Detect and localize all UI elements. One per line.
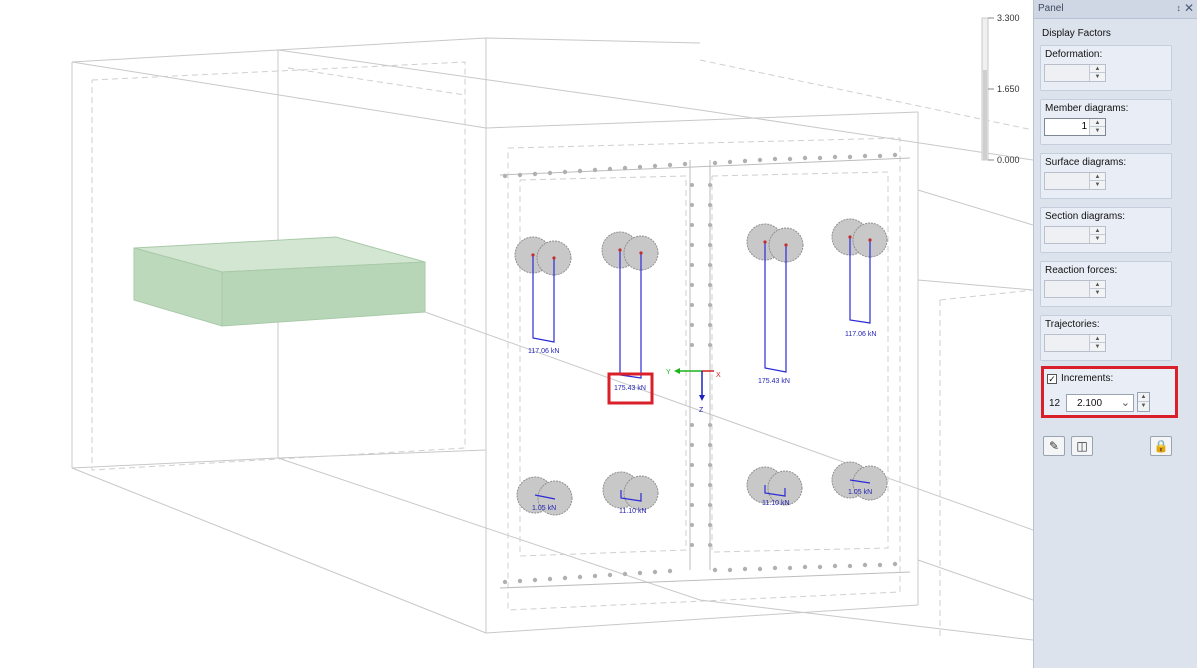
display-factors-panel: Panel ↕ ✕ Display Factors Deformation: ▲… xyxy=(1033,0,1197,668)
force-label: 1.05 kN xyxy=(532,505,556,512)
force-label: 11.10 kN xyxy=(619,508,647,515)
force-diagrams xyxy=(532,237,871,502)
green-block xyxy=(133,236,426,327)
lock-icon[interactable]: 🔒 xyxy=(1150,436,1172,456)
force-label: 175.43 kN xyxy=(758,378,790,385)
section-diagrams-group: Section diagrams: ▲▼ xyxy=(1040,207,1172,253)
deformation-spinner[interactable]: ▲▼ xyxy=(1044,64,1106,82)
reaction-forces-group: Reaction forces: ▲▼ xyxy=(1040,261,1172,307)
chevron-down-icon[interactable]: ⌄ xyxy=(1120,397,1130,409)
deformation-label: Deformation: xyxy=(1045,49,1103,60)
close-icon[interactable]: ✕ xyxy=(1183,1,1194,15)
surface-diagrams-label: Surface diagrams: xyxy=(1045,157,1127,168)
member-diagrams-group: Member diagrams: 1 ▲▼ xyxy=(1040,99,1172,145)
spin-up-icon[interactable]: ▲ xyxy=(1090,335,1105,343)
increments-count: 12 xyxy=(1049,398,1061,409)
svg-text:1.650: 1.650 xyxy=(997,84,1020,94)
increments-spinner[interactable]: ▲ ▼ xyxy=(1137,392,1150,412)
panel-titlebar: Panel ↕ ✕ xyxy=(1034,0,1197,19)
pin-icon[interactable]: ↕ xyxy=(1176,3,1182,13)
increments-label: Increments: xyxy=(1061,373,1114,384)
member-diagrams-label: Member diagrams: xyxy=(1045,103,1129,114)
svg-text:3.300: 3.300 xyxy=(997,13,1020,23)
axis-triad: Y X Z xyxy=(666,368,721,414)
panel-heading: Display Factors xyxy=(1042,28,1111,39)
force-label: 117.06 kN xyxy=(845,331,876,338)
reaction-forces-spinner[interactable]: ▲▼ xyxy=(1044,280,1106,298)
deformation-group: Deformation: ▲▼ xyxy=(1040,45,1172,91)
spin-down-icon[interactable]: ▼ xyxy=(1090,343,1105,351)
color-scale: 3.300 1.650 0.000 xyxy=(981,13,1020,165)
model-viewport[interactable]: 117.06 kN 175.43 kN 175.43 kN 117.06 kN … xyxy=(0,0,1033,668)
highlight-box xyxy=(607,372,654,405)
trajectories-group: Trajectories: ▲▼ xyxy=(1040,315,1172,361)
spin-up-icon[interactable]: ▲ xyxy=(1090,65,1105,73)
force-label: 1.05 kN xyxy=(848,489,872,496)
spin-up-icon[interactable]: ▲ xyxy=(1090,227,1105,235)
edit-icon[interactable]: ✎ xyxy=(1043,436,1065,456)
increments-value-select[interactable]: 2.100 ⌄ xyxy=(1066,394,1134,412)
spin-down-icon[interactable]: ▼ xyxy=(1138,402,1149,411)
spin-up-icon[interactable]: ▲ xyxy=(1090,119,1105,127)
surface-diagrams-spinner[interactable]: ▲▼ xyxy=(1044,172,1106,190)
section-diagrams-label: Section diagrams: xyxy=(1045,211,1126,222)
bolt-cluster xyxy=(514,218,888,516)
spin-down-icon[interactable]: ▼ xyxy=(1090,235,1105,243)
increments-checkbox[interactable]: ✓ xyxy=(1047,374,1057,384)
surface-diagrams-group: Surface diagrams: ▲▼ xyxy=(1040,153,1172,199)
spin-up-icon[interactable]: ▲ xyxy=(1090,281,1105,289)
display-settings-icon[interactable]: ◫ xyxy=(1071,436,1093,456)
svg-text:Z: Z xyxy=(699,407,704,414)
spin-down-icon[interactable]: ▼ xyxy=(1090,181,1105,189)
spin-down-icon[interactable]: ▼ xyxy=(1090,73,1105,81)
svg-text:0.000: 0.000 xyxy=(997,155,1020,165)
spin-up-icon[interactable]: ▲ xyxy=(1090,173,1105,181)
force-label-highlighted: 175.43 kN xyxy=(614,385,646,392)
spin-down-icon[interactable]: ▼ xyxy=(1090,127,1105,135)
force-label: 117.06 kN xyxy=(528,348,559,355)
svg-text:X: X xyxy=(716,372,721,379)
trajectories-spinner[interactable]: ▲▼ xyxy=(1044,334,1106,352)
section-diagrams-spinner[interactable]: ▲▼ xyxy=(1044,226,1106,244)
panel-title: Panel xyxy=(1038,3,1064,14)
member-diagrams-spinner[interactable]: 1 ▲▼ xyxy=(1044,118,1106,136)
structure-model: 117.06 kN 175.43 kN 175.43 kN 117.06 kN … xyxy=(71,13,1033,641)
spin-down-icon[interactable]: ▼ xyxy=(1090,289,1105,297)
trajectories-label: Trajectories: xyxy=(1045,319,1100,330)
spin-up-icon[interactable]: ▲ xyxy=(1138,393,1149,402)
force-label: 11.10 kN xyxy=(762,500,790,507)
increments-group: ✓ Increments: 12 2.100 ⌄ ▲ ▼ xyxy=(1041,366,1178,418)
svg-text:Y: Y xyxy=(666,369,671,376)
reaction-forces-label: Reaction forces: xyxy=(1045,265,1118,276)
